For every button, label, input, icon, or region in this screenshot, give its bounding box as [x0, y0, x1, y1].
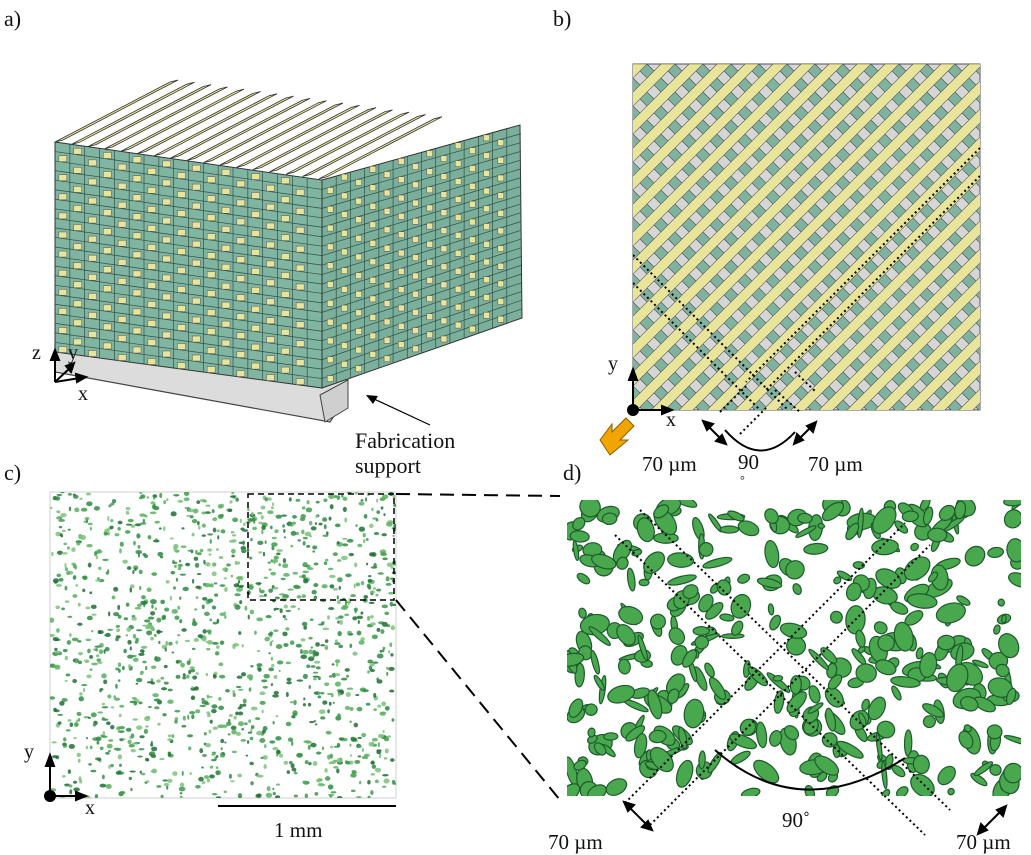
top-view-illustration: [599, 63, 981, 456]
axis-y-label-c: y: [24, 741, 34, 763]
angle-arc-b: [724, 429, 796, 452]
axis-triad-c: [44, 752, 89, 802]
highlight-strut-outlines: [633, 147, 980, 410]
axis-x-label-b: x: [666, 409, 676, 431]
axis-x-label-c: x: [85, 797, 95, 819]
dimension-right-d: 70 µm: [956, 830, 1011, 854]
panel-label-a: a): [4, 6, 22, 31]
panel-d-scan-zoom: 70 µm 90˚ 70 µm: [548, 480, 1031, 855]
axis-y-label-b: y: [608, 353, 618, 375]
scale-bar-label: 1 mm: [274, 818, 323, 842]
axis-y-label: y: [68, 342, 78, 364]
scan-zoom-image: [567, 500, 1021, 836]
lattice-3d-illustration: [49, 79, 523, 426]
axis-triad-b: [627, 366, 675, 416]
zoom-connector-top: [395, 493, 560, 497]
zoom-region-box: [247, 493, 395, 601]
panel-a-3d-lattice: z y x Fabrication support: [0, 0, 560, 478]
panel-label-c: c): [4, 460, 22, 485]
angle-label-d: 90˚: [782, 808, 810, 832]
dimension-arrows-d: [622, 800, 1008, 836]
panel-c-scan-overview: y x 1 mm: [0, 480, 560, 855]
angle-arc-d: [714, 749, 906, 791]
dimension-left-b: 70 µm: [642, 452, 697, 476]
axis-triad-a: [49, 347, 89, 384]
scan-overview-image: [44, 491, 560, 807]
highlight-strut-outlines-d: [614, 509, 951, 836]
degree-mark-b: °: [740, 473, 745, 487]
angle-label-b: 90: [738, 450, 759, 474]
panel-label-d: d): [563, 460, 582, 485]
axis-z-label: z: [32, 342, 41, 364]
panel-label-b: b): [553, 6, 572, 31]
dimension-arrows-b: [701, 419, 818, 446]
view-direction-arrow-icon: [599, 417, 635, 456]
lattice-right-face: [321, 124, 523, 389]
dimension-left-d: 70 µm: [548, 830, 603, 854]
support-pointer-line: [371, 397, 431, 426]
fabrication-support-annotation: Fabrication support: [355, 428, 456, 479]
panel-b-top-view: y x 70 µm 90 ° 70 µm: [560, 0, 1031, 486]
dimension-right-b: 70 µm: [808, 452, 863, 476]
axis-x-label: x: [78, 383, 88, 405]
zoom-connector-bottom: [395, 599, 560, 801]
